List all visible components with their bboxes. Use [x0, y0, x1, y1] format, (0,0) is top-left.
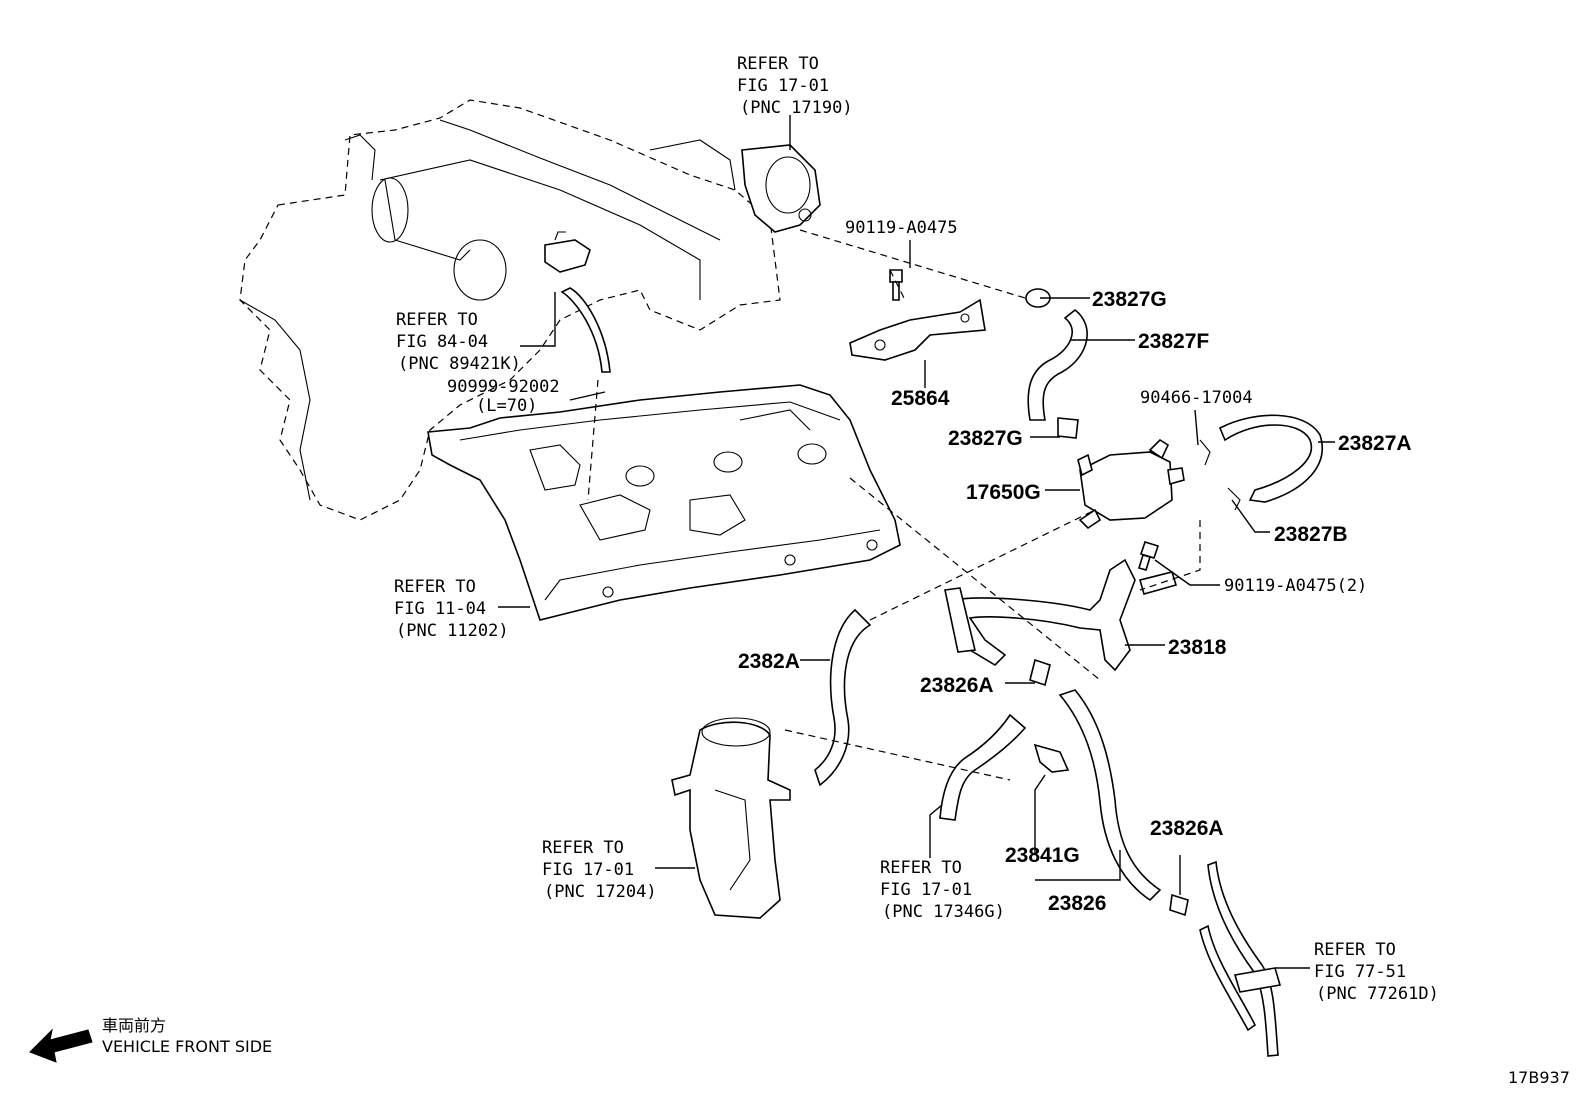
hose-90999-92002	[560, 287, 611, 373]
bracket-25864	[849, 298, 986, 361]
ref-line1: REFER TO	[880, 858, 962, 878]
label-l70: (L=70)	[476, 396, 537, 416]
hose-23826	[1058, 689, 1162, 902]
ref-line2: FIG 17-01	[880, 880, 972, 900]
ref-line2: FIG 11-04	[394, 599, 486, 619]
hose-17346g	[939, 713, 1027, 821]
ref-line2: FIG 17-01	[542, 860, 634, 880]
ref-line3: (PNC 17346G)	[882, 902, 1005, 922]
label-23826a-mid: 23826A	[920, 674, 994, 697]
front-direction: 車両前方 VEHICLE FRONT SIDE	[29, 1016, 272, 1063]
label-17650g: 17650G	[966, 481, 1041, 504]
label-90999-92002: 90999-92002	[447, 377, 560, 397]
ref-line1: REFER TO	[396, 310, 478, 330]
ref-line2: FIG 17-01	[737, 76, 829, 96]
label-25864: 25864	[891, 387, 950, 410]
ref-89421k: REFER TO FIG 84-04 (PNC 89421K)	[396, 310, 521, 374]
ref-17204: REFER TO FIG 17-01 (PNC 17204)	[542, 838, 657, 902]
label-23826a-low: 23826A	[1150, 817, 1224, 840]
ref-17346g: REFER TO FIG 17-01 (PNC 17346G)	[880, 858, 1005, 922]
ref-line2: FIG 77-51	[1314, 962, 1406, 982]
leader-lines	[498, 115, 1335, 969]
figure-code: 17B937	[1508, 1068, 1570, 1087]
ref-line3: (PNC 11202)	[396, 621, 509, 641]
ref-line1: REFER TO	[394, 577, 476, 597]
ref-line1: REFER TO	[737, 54, 819, 74]
connector-lines	[587, 229, 1201, 781]
pipe-23818	[944, 558, 1178, 672]
hose-23827a	[1218, 414, 1323, 503]
ref-line1: REFER TO	[1314, 940, 1396, 960]
hose-23827f	[1027, 308, 1088, 421]
label-90119-a0475-2: 90119-A0475(2)	[1224, 576, 1367, 596]
label-90466-17004: 90466-17004	[1140, 388, 1253, 408]
bracket-23841g	[1033, 743, 1070, 773]
sensor-89421k	[544, 231, 591, 273]
ref-line3: (PNC 77261D)	[1316, 984, 1439, 1004]
bolt-90119-a0475-pair	[1137, 541, 1160, 571]
ref-11202: REFER TO FIG 11-04 (PNC 11202)	[394, 577, 509, 641]
engine-outline	[239, 99, 781, 521]
clamp-23827g-mid	[1057, 417, 1079, 439]
clamp-23826a-low	[1169, 893, 1189, 917]
label-23841g: 23841G	[1005, 844, 1080, 867]
label-2382a: 2382A	[738, 650, 800, 673]
ref-line3: (PNC 17204)	[544, 882, 657, 902]
label-23818: 23818	[1168, 636, 1227, 659]
clip-23827b	[1227, 487, 1241, 511]
valve-17650g	[1077, 438, 1185, 530]
vehicle-front-en: VEHICLE FRONT SIDE	[102, 1037, 272, 1056]
label-23827b: 23827B	[1274, 523, 1348, 546]
clamp-23826a-mid	[1029, 658, 1051, 687]
ref-17190: REFER TO FIG 17-01 (PNC 17190)	[737, 54, 853, 118]
ref-77261d: REFER TO FIG 77-51 (PNC 77261D)	[1314, 940, 1439, 1004]
cylinder-head-cover	[427, 384, 901, 621]
label-23827f: 23827F	[1138, 330, 1209, 353]
label-23827g-top: 23827G	[1092, 288, 1167, 311]
label-23827g-mid: 23827G	[948, 427, 1023, 450]
hose-2382a	[814, 608, 872, 787]
water-outlet-17204	[671, 717, 791, 919]
throttle-body	[741, 144, 821, 233]
clip-90466-17004	[1199, 439, 1211, 466]
bolt-90119-a0475-top	[889, 269, 903, 301]
ref-line3: (PNC 89421K)	[398, 354, 521, 374]
ref-line1: REFER TO	[542, 838, 624, 858]
label-23827a: 23827A	[1338, 432, 1412, 455]
label-90119-a0475-top: 90119-A0475	[845, 218, 958, 238]
label-23826: 23826	[1048, 892, 1106, 915]
pipes-77261d	[1199, 860, 1282, 1057]
ref-line2: FIG 84-04	[396, 332, 488, 352]
vehicle-front-jp: 車両前方	[102, 1016, 166, 1035]
part-labels: 90119-A0475 23827G 23827F 25864 90999-92…	[447, 218, 1412, 915]
arrow-left-icon	[29, 1028, 93, 1063]
ref-line3: (PNC 17190)	[740, 98, 853, 118]
